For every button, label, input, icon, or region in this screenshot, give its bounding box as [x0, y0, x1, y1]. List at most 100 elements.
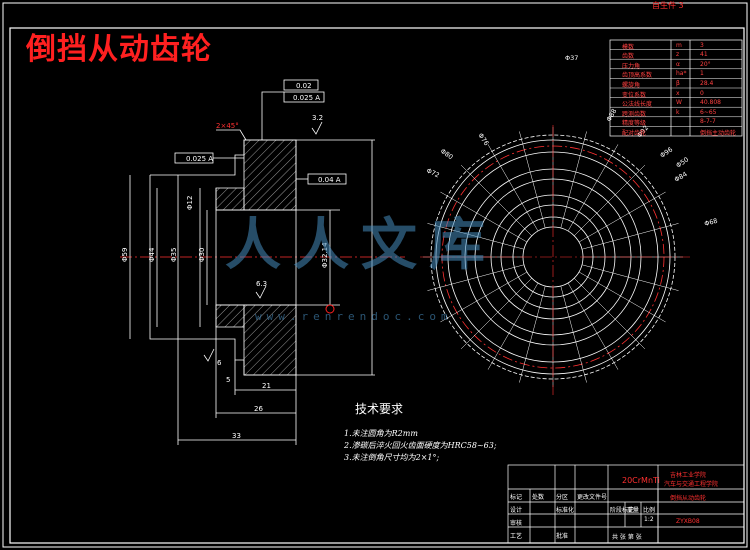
param-cell: 齿顶高系数 [622, 72, 653, 80]
fv-label-80: Φ80 [439, 147, 455, 161]
top-code: 自生件 3 [652, 1, 684, 10]
param-cell: 模数 [622, 43, 635, 51]
radial-line [487, 144, 539, 232]
param-cell: 精度等级 [622, 120, 647, 128]
radial-line [578, 271, 666, 323]
tb-label-standard: 标准化 [556, 507, 575, 514]
dim-phi32: Φ32.14 [321, 242, 329, 268]
param-cell: 28.4 [700, 79, 714, 87]
tb-label-review: 审核 [510, 520, 523, 527]
radial-line [581, 264, 679, 291]
tb-label-stage: 阶段标记 [610, 507, 635, 514]
chamfer-label: 2×45° [216, 122, 239, 130]
radial-line [567, 144, 619, 232]
fv-label-37: Φ37 [565, 54, 578, 62]
param-cell: k [676, 108, 680, 116]
param-cell: 20° [700, 60, 711, 68]
radial-line [519, 285, 546, 383]
param-cell: 变位系数 [622, 91, 647, 99]
fv-label-88: Φ88 [605, 107, 619, 123]
fv-label-50: Φ50 [675, 155, 691, 169]
radial-line [427, 223, 525, 250]
tb-material: 20CrMnTi [622, 476, 660, 485]
tb-drawing-no: ZYXB08 [676, 518, 700, 525]
tb-scale: 1:2 [644, 516, 654, 523]
dim-6: 6 [217, 359, 222, 367]
radial-line [460, 278, 532, 350]
tb-label-design: 设计 [510, 507, 523, 514]
fv-label-68: Φ68 [703, 217, 718, 228]
radial-line [574, 164, 646, 236]
tb-label-change: 更改文件号 [577, 494, 608, 501]
inner-frame [9, 27, 745, 544]
param-cell: 6~65 [700, 108, 717, 116]
param-cell: 8-7-7 [700, 118, 716, 126]
tol-frame-2 [283, 91, 325, 103]
dim-phi12: Φ12 [186, 196, 194, 210]
tol-text-2: 0.025 A [293, 94, 320, 102]
roughness-symbol-3 [203, 348, 215, 362]
param-cell: 0 [700, 89, 704, 97]
roughness-symbol-1 [311, 121, 323, 135]
param-cell: β [676, 79, 680, 87]
param-cell: 41 [700, 51, 708, 59]
param-cell: 压力角 [622, 62, 641, 70]
param-cell: ha* [676, 70, 687, 78]
dim-21: 21 [262, 382, 271, 390]
tech-requirement-2: 2.渗碳后淬火回火齿面硬度为HRC58~63; [344, 441, 497, 450]
drawing-title: 倒挡从动齿轮 [26, 32, 212, 67]
param-cell: 跨测齿数 [622, 110, 647, 118]
tb-part-name: 倒挡从动齿轮 [670, 495, 707, 502]
fv-label-72: Φ72 [425, 167, 441, 180]
hatched-hub-lower [215, 304, 245, 328]
param-cell: 齿数 [622, 53, 635, 61]
tb-label-weight: 重量 [627, 507, 640, 514]
roughness-text-1: 3.2 [312, 114, 323, 122]
tb-dept: 汽车与交通工程学院 [664, 481, 719, 488]
section-view [120, 79, 405, 445]
tol-text-4: 0.04 A [318, 176, 341, 184]
radial-line [460, 164, 532, 236]
fv-label-96: Φ96 [659, 145, 675, 159]
roughness-symbol-2 [255, 285, 267, 299]
dim-phi35: Φ35 [170, 248, 178, 262]
center-marker [325, 304, 335, 314]
tech-requirement-1: 1.未注圆角为R2mm [344, 429, 418, 438]
dim-phi59: Φ59 [121, 248, 129, 262]
radial-line [487, 282, 539, 370]
radial-line [440, 191, 528, 243]
param-cell: 1 [700, 70, 704, 78]
roughness-text-2: 6.3 [256, 280, 267, 288]
param-cell: m [676, 41, 682, 49]
tb-sheet: 共 张 第 张 [612, 534, 642, 541]
dim-phi44: Φ44 [148, 247, 156, 262]
watermark-text: 人人文库 [225, 213, 497, 278]
tb-label-process: 工艺 [510, 533, 523, 540]
tol-text-1: 0.02 [296, 82, 312, 90]
tb-label-count: 处数 [532, 494, 545, 501]
tb-label-zone: 分区 [556, 494, 569, 501]
param-cell: 3 [700, 41, 704, 49]
tol-frame-1 [283, 79, 319, 91]
radial-line [560, 285, 587, 383]
param-cell: 倒挡主动齿轮 [700, 129, 737, 137]
tech-requirement-3: 3.未注倒角尺寸均为2×1°; [344, 453, 440, 462]
radial-line [581, 223, 679, 250]
tb-label-mark: 标记 [510, 494, 523, 501]
title-block [507, 464, 745, 544]
param-cell: x [676, 89, 680, 97]
watermark-url: www.renrendoc.com [255, 310, 453, 323]
param-cell: 配对齿轮 [622, 129, 647, 137]
radial-line [578, 191, 666, 243]
dim-33: 33 [232, 432, 241, 440]
leader-1 [261, 91, 284, 140]
tb-label-approve: 批准 [556, 533, 569, 540]
param-cell: α [676, 60, 680, 68]
param-cell: z [676, 51, 680, 59]
chamfer-leader [216, 129, 247, 141]
param-table-rows [610, 49, 742, 127]
radial-line [427, 264, 525, 291]
radial-line [567, 282, 619, 370]
radial-line [519, 131, 546, 229]
